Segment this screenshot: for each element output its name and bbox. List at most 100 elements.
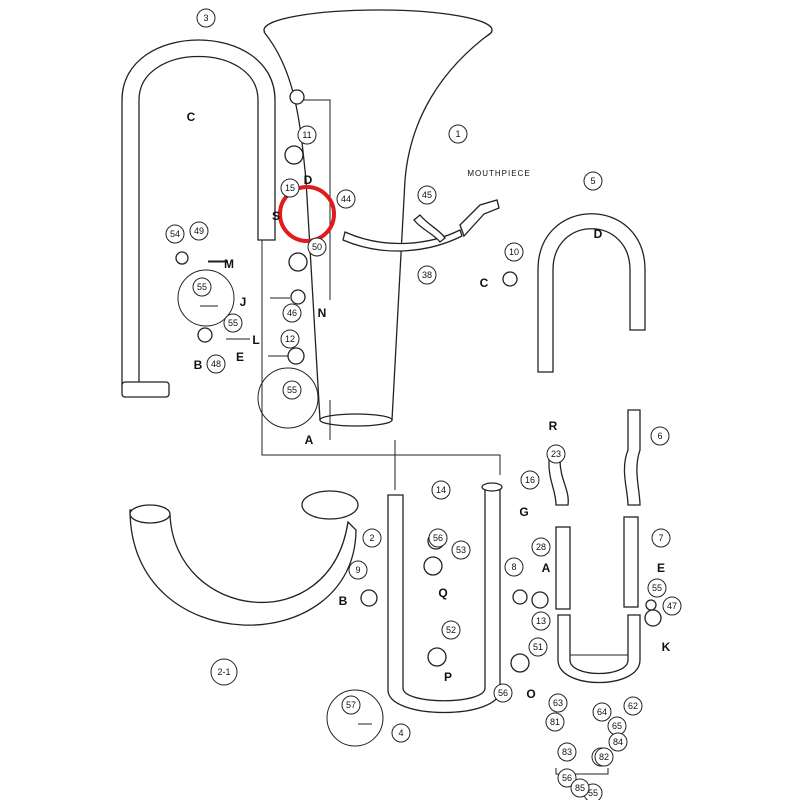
part-bubble: [594, 747, 614, 767]
highlight-circle: [278, 185, 336, 243]
tube-part-7: [623, 516, 639, 608]
connection-letter: G: [519, 505, 528, 519]
part-bubble: [341, 695, 361, 715]
part-bubble: [307, 237, 327, 257]
part-number-label: 14: [436, 485, 446, 495]
part-number-label: 11: [302, 130, 311, 140]
part-bubble: [493, 683, 513, 703]
part-number-label: 6: [657, 431, 662, 441]
part-bubble: [196, 8, 216, 28]
part-number-label: 12: [285, 334, 295, 344]
part-number-label: 4: [398, 728, 403, 738]
part-number-label: 38: [422, 270, 432, 280]
part-bubble: [557, 768, 577, 788]
connection-letter: P: [444, 670, 452, 684]
part-number-label: 55: [228, 318, 238, 328]
part-number-label: 57: [346, 700, 356, 710]
part-number-label: 81: [550, 717, 560, 727]
connection-letter: R: [549, 419, 558, 433]
part-bubble: [448, 124, 468, 144]
part-number-label: 64: [597, 707, 607, 717]
part-bubble: [223, 313, 243, 333]
part-number-label: 55: [588, 788, 598, 798]
upper-bow-part: [121, 39, 276, 398]
connection-letter: S: [272, 209, 280, 223]
part-number-label: 50: [312, 242, 322, 252]
detail-circles: [177, 269, 384, 747]
part-bubble: [545, 712, 565, 732]
part-number-label: 55: [652, 583, 662, 593]
part-bubble: [623, 696, 643, 716]
part-bubble: [206, 354, 226, 374]
part-bubble: [504, 557, 524, 577]
part-bubble: [282, 303, 302, 323]
part-number-label: 2: [369, 533, 374, 543]
mouthpiece-caption: MOUTHPIECE: [467, 169, 530, 178]
connection-letter: B: [194, 358, 203, 372]
part-bubble: [336, 189, 356, 209]
part-number-label: 46: [287, 308, 297, 318]
part-number-label: 47: [667, 601, 677, 611]
part-bubble: [280, 329, 300, 349]
connection-letter: E: [657, 561, 665, 575]
connection-letter: Q: [438, 586, 447, 600]
part-bubble: [210, 658, 238, 686]
part-bubble: [348, 560, 368, 580]
part-bubble: [451, 540, 471, 560]
part-number-label: 48: [211, 359, 221, 369]
part-number-label: 28: [536, 542, 546, 552]
leadpipe-part: [342, 199, 500, 252]
brace-part-46: [413, 214, 446, 243]
part-number-label: 51: [533, 642, 543, 652]
part-number-label: 23: [551, 449, 561, 459]
part-number-label: 3: [203, 13, 208, 23]
part-bubble: [528, 637, 548, 657]
connection-letter: A: [305, 433, 314, 447]
part-bubble: [417, 265, 437, 285]
connection-letter: K: [662, 640, 671, 654]
tube-part-38: [555, 526, 571, 610]
part-number-label: 9: [355, 565, 360, 575]
valve-bottom-bow-part: [387, 482, 503, 714]
part-number-label: 55: [197, 282, 207, 292]
part-bubble: [189, 221, 209, 241]
bracket-85: [555, 768, 609, 775]
part-number-label: 65: [612, 721, 622, 731]
part-bubble: [531, 611, 551, 631]
part-bubble: [647, 578, 667, 598]
part-number-label: 62: [628, 701, 638, 711]
part-bubble: [504, 242, 524, 262]
part-number-label: 49: [194, 226, 204, 236]
connection-letter: E: [236, 350, 244, 364]
part-number-label: 84: [613, 737, 623, 747]
part-number-label: 56: [498, 688, 508, 698]
part-bubble: [282, 380, 302, 400]
connection-letter: M: [224, 257, 234, 271]
part-bubble: [391, 723, 411, 743]
connection-letter: B: [339, 594, 348, 608]
part-number-label: 2-1: [217, 667, 230, 677]
part-bubble: [165, 224, 185, 244]
connection-letter: D: [304, 173, 313, 187]
part-bubble: [417, 185, 437, 205]
part-number-label: 53: [456, 545, 466, 555]
connection-letter: C: [480, 276, 489, 290]
part-bubble: [608, 732, 628, 752]
part-number-label: 55: [287, 385, 297, 395]
connection-letter: D: [594, 227, 603, 241]
part-bubble: [650, 426, 670, 446]
part-number-label: 82: [599, 752, 609, 762]
bell-part: [263, 9, 493, 427]
small-bow-part-63: [557, 614, 641, 684]
part-bubble: [531, 537, 551, 557]
connection-letter: J: [240, 295, 247, 309]
part-number-label: 63: [553, 698, 563, 708]
part-number-label: 56: [433, 533, 443, 543]
connection-letter: N: [318, 306, 327, 320]
part-bubble: [297, 125, 317, 145]
screws: [200, 260, 372, 725]
part-bubble: [546, 444, 566, 464]
part-number-label: 44: [341, 194, 351, 204]
crook-part-6: [623, 409, 641, 506]
